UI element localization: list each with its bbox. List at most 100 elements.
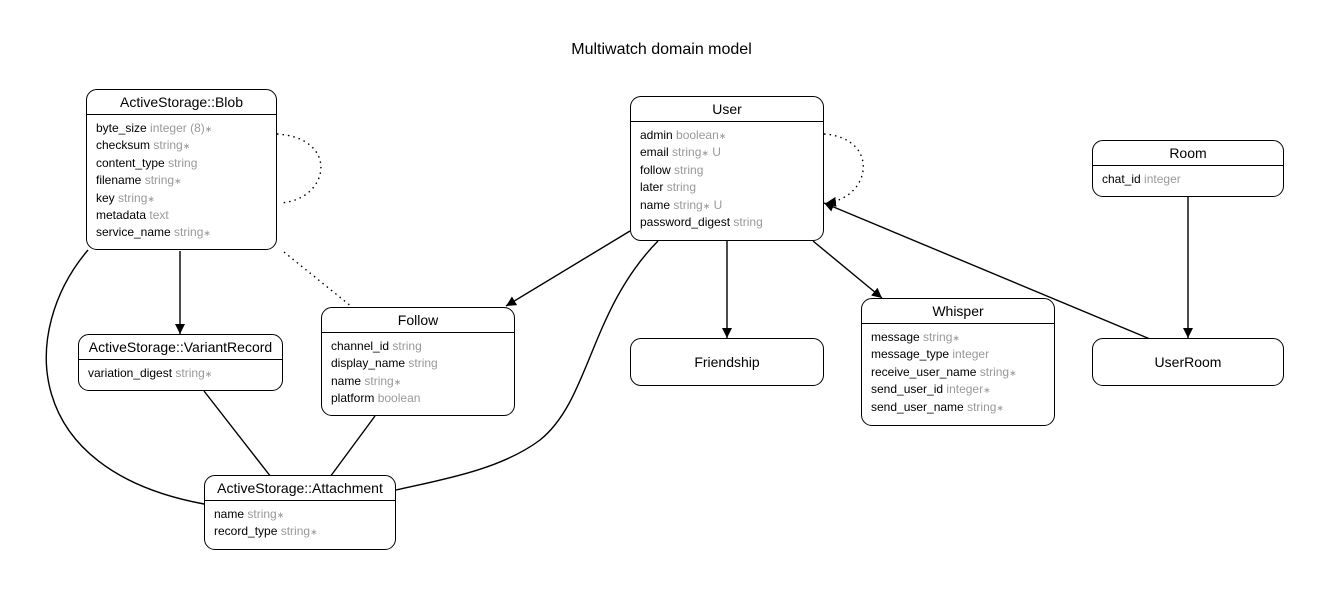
attribute-name: email [640, 145, 669, 160]
required-flag: ∗ [393, 376, 402, 387]
attribute-type: string [672, 145, 702, 160]
required-flag: ∗ [702, 200, 711, 211]
entity-name: Friendship [694, 354, 760, 370]
attribute-list: chat_id integer [1093, 166, 1283, 188]
attribute-type: string [674, 162, 704, 177]
attribute-name: display_name [331, 356, 406, 371]
entity-name: ActiveStorage::Blob [87, 90, 276, 115]
attribute-type: integer (8) [150, 121, 205, 135]
attribute-row: metadata text [96, 207, 276, 224]
entity-name: Room [1093, 141, 1283, 166]
edge-follow-attachment [329, 415, 376, 478]
unique-flag: U [713, 197, 723, 212]
attribute-name: content_type [96, 155, 165, 170]
attribute-row: channel_id string [331, 338, 514, 355]
required-flag: ∗ [276, 510, 285, 520]
attribute-list: byte_size integer (8)∗checksum string∗co… [87, 115, 276, 242]
attribute-row: content_type string [96, 155, 276, 172]
attribute-row: follow string [640, 162, 823, 179]
attribute-name: filename [96, 173, 142, 188]
attribute-row: message string∗ [871, 329, 1054, 346]
edge-user-self [823, 133, 864, 207]
diagram-title: Multiwatch domain model [571, 41, 752, 58]
required-flag: ∗ [310, 527, 318, 538]
entity-friendship[interactable]: Friendship [630, 338, 824, 386]
attribute-list: name string∗record_type string∗ [205, 501, 395, 541]
attribute-name: service_name [96, 225, 171, 240]
edge-user-whisper [812, 240, 883, 299]
attribute-name: message [871, 330, 920, 344]
attribute-row: key string∗ [96, 190, 276, 207]
required-flag: ∗ [718, 131, 727, 141]
edge-user-follow [505, 230, 631, 307]
required-flag: ∗ [147, 193, 155, 204]
attribute-type: string [175, 366, 205, 380]
entity-user-room[interactable]: UserRoom [1092, 338, 1284, 386]
edge-userroom-user [823, 202, 1151, 340]
attribute-row: variation_digest string∗ [88, 365, 282, 382]
required-flag: ∗ [701, 148, 709, 159]
attribute-row: name string∗ [331, 373, 514, 390]
edge-blob-self [276, 133, 322, 204]
attribute-type: string [923, 330, 953, 344]
attribute-row: record_type string∗ [214, 523, 395, 540]
entity-name: ActiveStorage::Attachment [205, 476, 395, 501]
required-flag: ∗ [204, 369, 213, 379]
attribute-name: checksum [96, 138, 151, 153]
attribute-row: password_digest string [640, 214, 823, 231]
attribute-name: send_user_id [871, 382, 944, 397]
attribute-type: string [153, 138, 183, 153]
attribute-type: integer [946, 382, 984, 397]
attribute-type: string [118, 190, 148, 205]
attribute-name: variation_digest [88, 366, 173, 380]
edge-blob-attachment [45, 249, 205, 505]
attribute-type: boolean [676, 128, 719, 142]
attribute-name: byte_size [96, 121, 147, 135]
attribute-type: integer [952, 347, 990, 362]
attribute-type: string [392, 339, 422, 353]
entity-room[interactable]: Room chat_id integer [1092, 140, 1284, 197]
attribute-row: send_user_id integer∗ [871, 381, 1054, 398]
attribute-name: message_type [871, 347, 950, 362]
required-flag: ∗ [203, 228, 211, 239]
attribute-row: filename string∗ [96, 172, 276, 189]
attribute-name: name [214, 507, 245, 521]
attribute-row: admin boolean∗ [640, 127, 823, 144]
attribute-name: password_digest [640, 214, 731, 229]
attribute-type: string [979, 364, 1010, 379]
attribute-name: key [96, 190, 115, 205]
edge-blob-follow [283, 251, 353, 308]
required-flag: ∗ [996, 402, 1004, 413]
required-flag: ∗ [182, 141, 191, 152]
edge-user-attachment [395, 240, 659, 491]
attribute-name: later [640, 180, 664, 195]
attribute-row: later string [640, 179, 823, 196]
attribute-row: name string∗ [214, 506, 395, 523]
attribute-row: service_name string∗ [96, 224, 276, 241]
attribute-name: record_type [214, 524, 278, 539]
attribute-row: platform boolean [331, 390, 514, 407]
attribute-type: string [280, 524, 311, 539]
attribute-name: channel_id [331, 339, 390, 353]
entity-name: Whisper [862, 299, 1054, 324]
entity-name: ActiveStorage::VariantRecord [79, 335, 282, 360]
attribute-name: name [331, 373, 362, 388]
attribute-row: send_user_name string∗ [871, 399, 1054, 416]
attribute-type: integer [1144, 172, 1181, 186]
attribute-type: string [666, 180, 697, 195]
attribute-type: string [144, 173, 175, 188]
attribute-row: byte_size integer (8)∗ [96, 120, 276, 137]
attribute-list: variation_digest string∗ [79, 360, 282, 382]
attribute-row: chat_id integer [1102, 171, 1283, 188]
entity-name: Follow [322, 308, 514, 333]
attribute-name: send_user_name [871, 399, 964, 414]
required-flag: ∗ [1009, 367, 1017, 378]
